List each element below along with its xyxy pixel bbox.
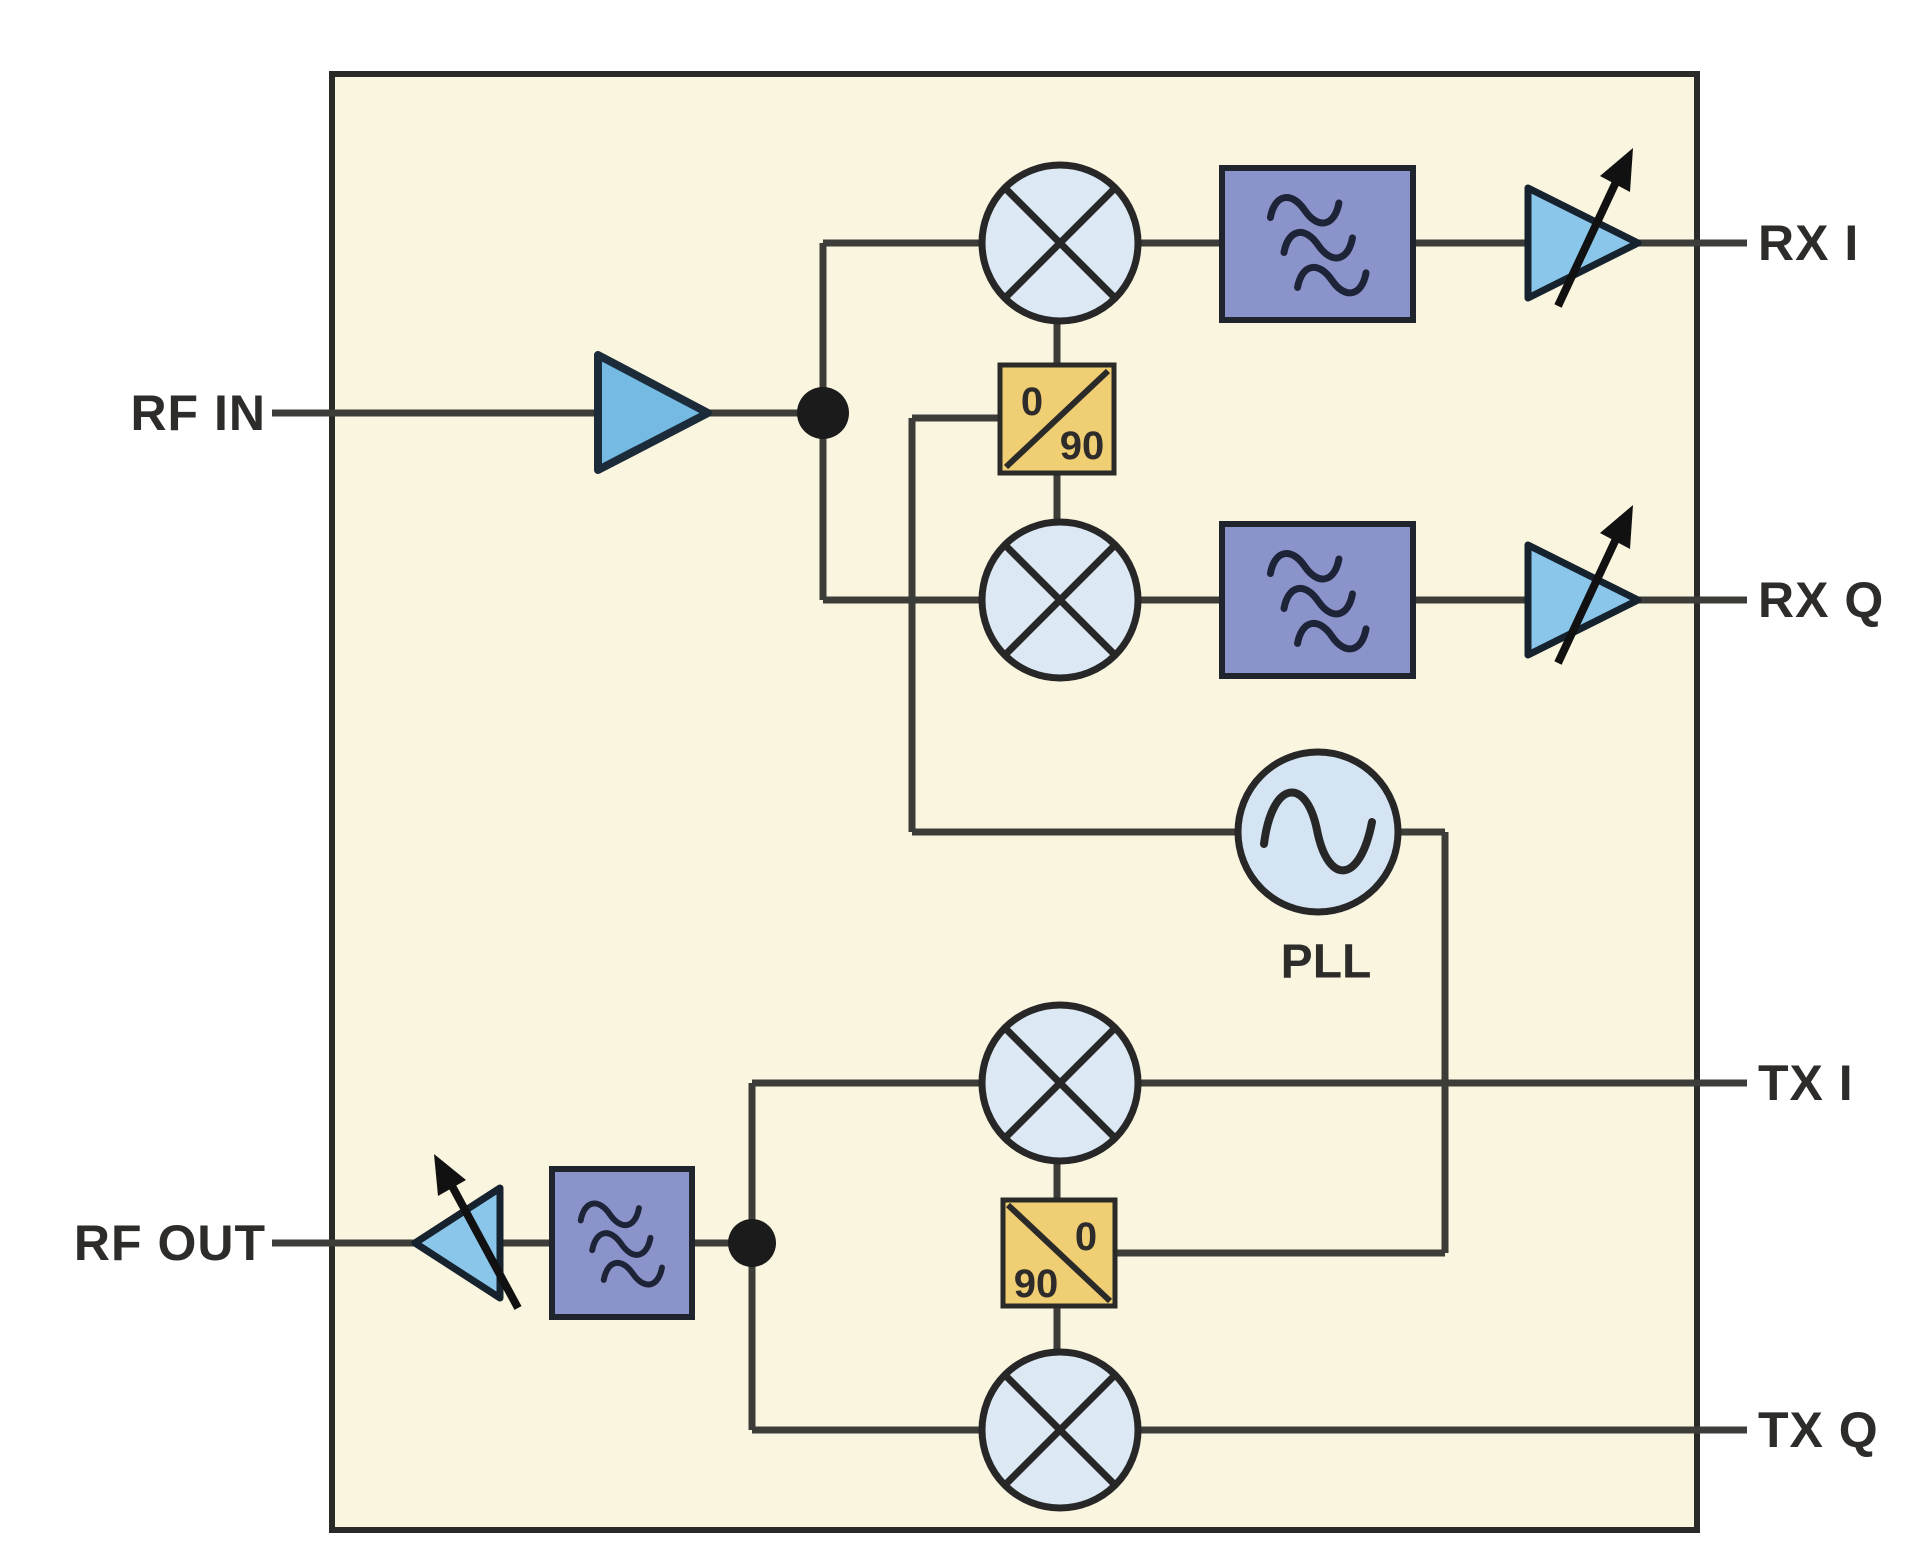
tx-junction-dot: [728, 1219, 776, 1267]
phase-diagonal: [1003, 368, 1111, 470]
pll-oscillator: PLL: [1234, 748, 1402, 989]
tx-filter: [549, 1166, 695, 1320]
vga-arrow-head: [434, 1154, 466, 1196]
vga-gain-arrow: [448, 1184, 522, 1310]
pll-label: PLL: [1281, 936, 1372, 989]
vga-arrow-head: [1600, 148, 1633, 192]
rx-q-label: RX Q: [1758, 572, 1884, 628]
tx-q-mixer: [978, 1348, 1142, 1512]
mixer-x-stroke: [1002, 1025, 1118, 1141]
rx-q-vga: [1524, 505, 1642, 665]
sine-wave-glyph: [1260, 788, 1376, 875]
rx-i-label: RX I: [1758, 215, 1859, 271]
tx-phase-splitter: 0 90: [1000, 1197, 1118, 1309]
rx-q-mixer: [978, 518, 1142, 682]
wires: [272, 239, 1747, 1434]
tx-vga: [411, 1154, 522, 1310]
rf-in-label: RF IN: [130, 385, 266, 441]
tx-q-label: TX Q: [1758, 1402, 1879, 1458]
phase-ninety-label: 90: [1060, 424, 1105, 468]
rx-i-filter: [1219, 165, 1416, 323]
vga-arrow-head: [1600, 505, 1633, 549]
rx-phase-splitter: 0 90: [997, 362, 1117, 476]
vga-gain-arrow: [1554, 180, 1620, 308]
tx-i-label: TX I: [1758, 1055, 1854, 1111]
variable-gain-arrow-icon: [1524, 541, 1642, 659]
mixer-x-stroke: [1002, 1372, 1118, 1488]
phase-zero-label: 0: [1075, 1215, 1097, 1259]
rx-junction-dot: [797, 387, 849, 439]
rx-q-filter: [1219, 521, 1416, 679]
rf-out-label: RF OUT: [74, 1215, 266, 1271]
lna-amplifier-triangle-icon: [594, 351, 712, 474]
mixer-x-stroke: [1002, 542, 1118, 658]
variable-gain-arrow-icon: [1524, 184, 1642, 302]
mixer-x-stroke: [1002, 185, 1118, 301]
phase-diagonal: [1005, 1202, 1113, 1304]
vga-gain-arrow: [1554, 537, 1620, 665]
phase-zero-label: 0: [1021, 380, 1043, 424]
phase-ninety-label: 90: [1014, 1262, 1059, 1306]
tx-i-mixer: [978, 1001, 1142, 1165]
rx-i-vga: [1524, 148, 1642, 308]
rx-i-mixer: [978, 161, 1142, 325]
variable-gain-arrow-icon: [411, 1184, 504, 1302]
